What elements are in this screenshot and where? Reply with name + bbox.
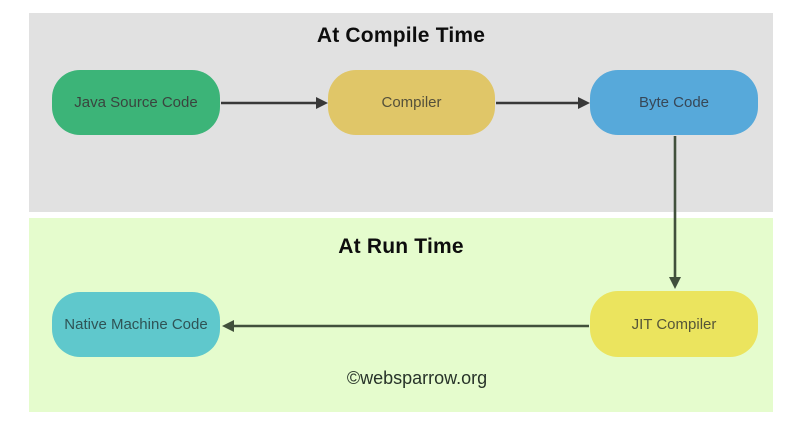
node-jit-compiler: JIT Compiler — [590, 291, 758, 357]
run-time-title: At Run Time — [338, 235, 464, 258]
node-compiler-label: Compiler — [381, 94, 442, 111]
node-native-machine-code-label: Native Machine Code — [64, 316, 208, 333]
node-byte-code: Byte Code — [590, 70, 758, 135]
node-compiler: Compiler — [328, 70, 495, 135]
compile-time-title: At Compile Time — [316, 24, 486, 47]
node-java-source-code: Java Source Code — [52, 70, 220, 135]
watermark: ©websparrow.org — [346, 368, 488, 388]
node-byte-code-label: Byte Code — [638, 94, 710, 111]
node-jit-compiler-label: JIT Compiler — [631, 315, 717, 333]
node-native-machine-code: Native Machine Code — [52, 292, 220, 357]
node-java-source-code-label: Java Source Code — [74, 94, 198, 111]
